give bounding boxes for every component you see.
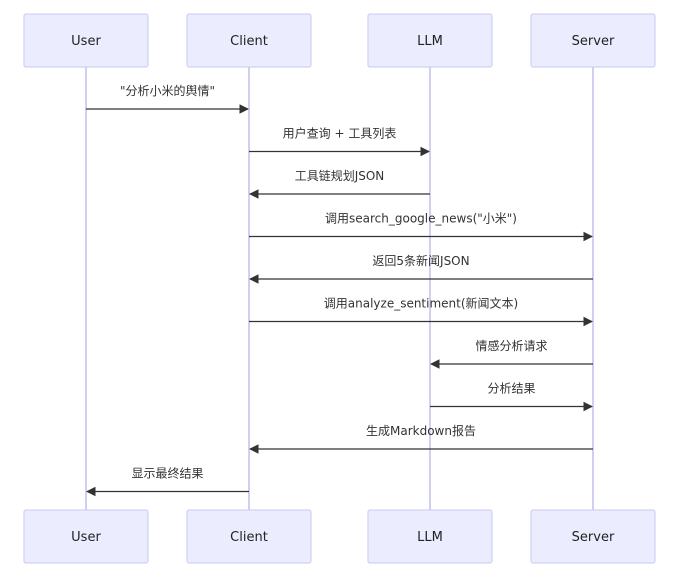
message-label: 情感分析请求 [475, 338, 547, 353]
actors-bottom: User Client LLM Server [23, 509, 656, 564]
actor-label-server: Server [572, 34, 615, 49]
message-5: 返回5条新闻JSON [249, 253, 593, 284]
actor-client-top: Client [186, 13, 312, 68]
message-3: 工具链规划JSON [249, 168, 430, 199]
actor-box-llm [367, 509, 493, 564]
actor-llm-top: LLM [367, 13, 493, 68]
message-4: 调用search_google_news("小米") [249, 212, 593, 242]
message-label: 返回5条新闻JSON [372, 253, 469, 268]
actor-server-bottom: Server [530, 509, 656, 564]
actor-label-client: Client [230, 34, 268, 49]
actor-server-top: Server [530, 13, 656, 68]
actor-label-user: User [71, 530, 101, 545]
message-label: 生成Markdown报告 [366, 423, 476, 438]
message-7: 情感分析请求 [430, 338, 593, 369]
message-label: 调用search_google_news("小米") [325, 212, 517, 226]
message-label: 用户查询 + 工具列表 [283, 126, 397, 141]
message-label: "分析小米的舆情" [120, 83, 215, 98]
actor-box-client [186, 13, 312, 68]
message-label: 显示最终结果 [131, 466, 203, 481]
actor-box-server [530, 509, 656, 564]
actor-client-bottom: Client [186, 509, 312, 564]
message-label: 调用analyze_sentiment(新闻文本) [324, 296, 518, 311]
actor-box-user [23, 13, 149, 68]
message-2: 用户查询 + 工具列表 [249, 126, 430, 157]
actor-box-user [23, 509, 149, 564]
message-6: 调用analyze_sentiment(新闻文本) [249, 296, 593, 327]
actor-label-server: Server [572, 530, 615, 545]
actor-label-llm: LLM [417, 530, 443, 545]
message-1: "分析小米的舆情" [86, 83, 249, 114]
message-9: 生成Markdown报告 [249, 423, 593, 454]
message-label: 分析结果 [487, 382, 535, 396]
actor-user-bottom: User [23, 509, 149, 564]
actors-top: User Client LLM Server [23, 13, 656, 68]
actor-user-top: User [23, 13, 149, 68]
message-10: 显示最终结果 [86, 466, 249, 497]
actor-llm-bottom: LLM [367, 509, 493, 564]
actor-label-client: Client [230, 530, 268, 545]
actor-box-llm [367, 13, 493, 68]
actor-box-server [530, 13, 656, 68]
message-label: 工具链规划JSON [295, 168, 385, 183]
message-8: 分析结果 [430, 382, 593, 412]
actor-box-client [186, 509, 312, 564]
actor-label-llm: LLM [417, 34, 443, 49]
lifelines [85, 67, 594, 510]
actor-label-user: User [71, 34, 101, 49]
